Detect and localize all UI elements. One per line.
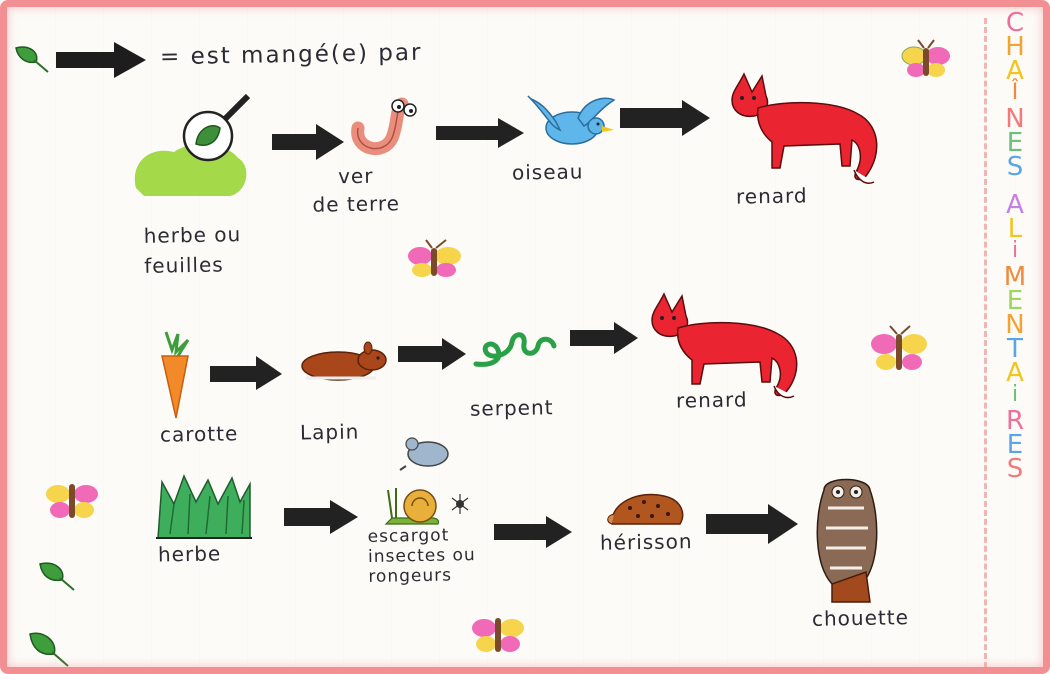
arrow-icon — [272, 124, 344, 160]
title-letter: L — [1007, 214, 1023, 244]
chain3-label-owl: chouette — [811, 605, 910, 631]
title-letter: Î — [1011, 80, 1019, 105]
butterfly-icon — [472, 618, 524, 652]
margin-line — [984, 18, 987, 668]
title-letter: A — [1006, 190, 1024, 220]
snail-icon — [384, 488, 440, 525]
arrow-icon — [570, 322, 638, 354]
title-letter: E — [1006, 128, 1024, 158]
chain3-label-hedgehog: hérisson — [599, 529, 693, 555]
chain1-label-fox: renard — [735, 183, 808, 209]
snake-icon — [473, 332, 557, 367]
chain1-label-grass: herbe ou feuilles — [143, 222, 242, 278]
title-letter: i — [1011, 382, 1019, 407]
owl-icon — [816, 478, 878, 603]
arrow-icon — [284, 500, 358, 534]
arrow-icon — [620, 100, 710, 136]
chain2-label-fox: renard — [675, 387, 748, 413]
legend-text: = est mangé(e) par — [159, 39, 423, 71]
chain3-label-grass: herbe — [157, 541, 222, 567]
grass-icon — [156, 474, 252, 539]
rabbit-icon — [301, 341, 387, 381]
arrow-icon — [398, 338, 466, 370]
legend-arrow-icon — [56, 42, 146, 78]
earthworm-icon — [351, 97, 417, 155]
leaf-icon — [29, 632, 69, 667]
title-letter: M — [1003, 262, 1027, 292]
title-letter: H — [1005, 32, 1025, 62]
insect-icon — [451, 494, 469, 514]
title-letter: A — [1006, 56, 1024, 86]
title-letter: E — [1006, 430, 1024, 460]
butterfly-icon — [408, 239, 461, 277]
fox-icon — [731, 72, 878, 184]
grass-leaf-magnifier-icon — [134, 93, 251, 196]
chain2-label-rabbit: Lapin — [299, 419, 360, 445]
title-letter: R — [1005, 406, 1025, 436]
title-letter: N — [1005, 104, 1025, 134]
title-letter: S — [1006, 454, 1024, 484]
title-letter: S — [1006, 152, 1024, 182]
chain3-label-snail: escargot insectes ou rongeurs — [367, 525, 476, 587]
title-letter: N — [1005, 310, 1025, 340]
carrot-icon — [161, 331, 190, 419]
legend-leaf-icon — [15, 46, 49, 73]
fox-icon — [651, 292, 798, 399]
chain1-label-worm: ver de terre — [312, 163, 401, 217]
title-letter: C — [1005, 8, 1025, 38]
chain2-label-carrot: carotte — [159, 421, 239, 447]
arrow-icon — [706, 504, 798, 544]
hedgehog-icon — [607, 493, 684, 525]
title-letter: A — [1006, 358, 1024, 388]
arrow-icon — [494, 516, 572, 548]
chain1-label-bird: oiseau — [511, 159, 584, 185]
leaf-icon — [39, 562, 75, 591]
title-letter: i — [1011, 238, 1019, 263]
butterfly-icon — [901, 39, 950, 77]
chain2-label-snake: serpent — [469, 395, 554, 421]
arrow-icon — [210, 356, 282, 390]
butterfly-icon — [871, 325, 927, 370]
bird-icon — [527, 95, 616, 145]
arrow-icon — [436, 118, 524, 148]
butterfly-icon — [46, 484, 98, 518]
mouse-icon — [399, 437, 449, 471]
title-letter: E — [1006, 286, 1024, 316]
title-letter: T — [1007, 334, 1023, 364]
